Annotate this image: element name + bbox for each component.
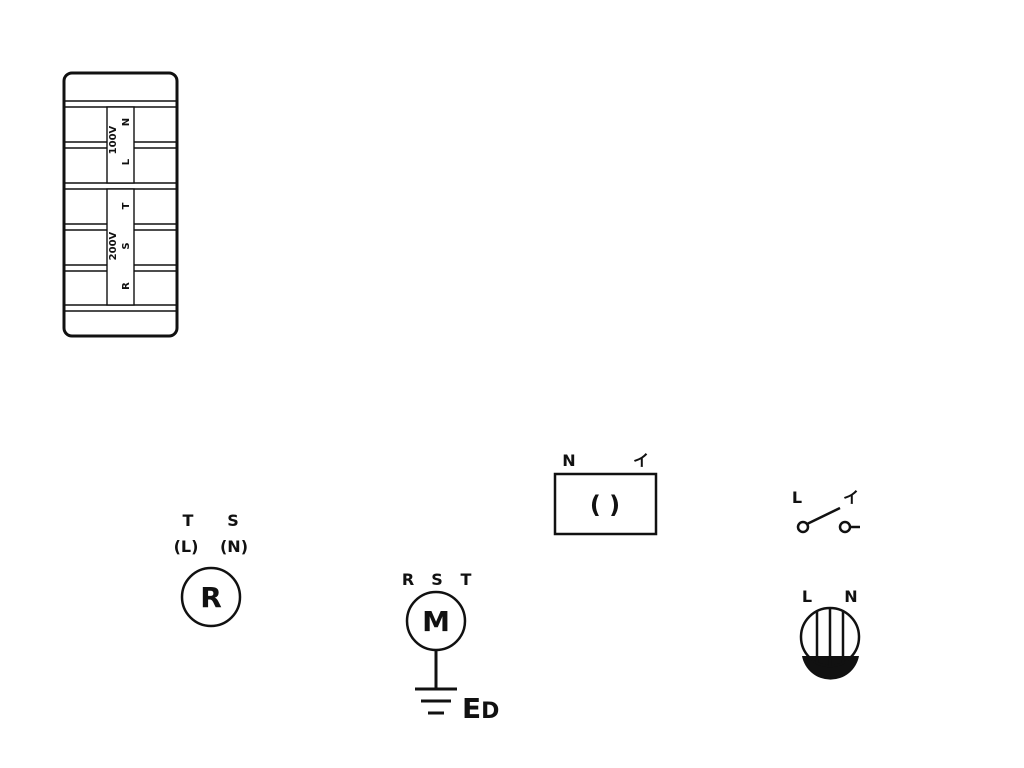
outlet-symbol: ( ) <box>590 491 620 519</box>
terminal-label-s: S <box>121 242 132 249</box>
switch-contact-right <box>838 520 852 534</box>
motor-label-t: T <box>461 570 472 589</box>
ground-label-e: E <box>462 692 481 725</box>
voltage-label-100v: 100V <box>108 125 119 154</box>
receptacle-label-s: S <box>227 511 239 530</box>
motor-label-s: S <box>431 570 443 589</box>
receptacle-circle <box>180 566 242 628</box>
terminal-block-frame <box>62 71 179 338</box>
switch-contact-left <box>796 520 810 534</box>
switch: L イ <box>792 488 860 534</box>
terminal-label-l: L <box>121 158 132 165</box>
receptacle-label-l: (L) <box>174 537 199 556</box>
lamp-label-n: N <box>844 587 857 606</box>
terminal-label-t: T <box>121 202 132 209</box>
receptacle-label-t: T <box>183 511 194 530</box>
motor-label-r: R <box>402 570 414 589</box>
outlet-box-frame <box>553 472 658 536</box>
switch-lever <box>806 506 841 526</box>
ground-label: ED <box>462 692 499 725</box>
voltage-label-200v: 200V <box>108 231 119 260</box>
motor-symbol: M <box>422 605 450 638</box>
label-strip-100v <box>106 106 135 184</box>
lamp-label-l: L <box>802 587 812 606</box>
terminal-label-n: N <box>121 118 132 126</box>
outlet-box: N イ ( ) <box>553 451 658 536</box>
outlet-label-i: イ <box>633 451 649 470</box>
receptacle-symbol: R <box>200 581 222 614</box>
receptacle-label-n: (N) <box>220 537 248 556</box>
receptacle-r: T S (L) (N) R <box>174 511 248 628</box>
motor: R S T M ED <box>402 570 500 725</box>
lamp-holder: L N <box>799 587 861 680</box>
terminal-label-r: R <box>121 282 132 290</box>
switch-label-i: イ <box>843 488 859 507</box>
switch-label-l: L <box>792 488 802 507</box>
ground-label-d: D <box>481 699 499 724</box>
label-strip-200v <box>106 188 135 306</box>
terminal-block: 100V N L 200V T S R <box>62 71 179 338</box>
outlet-label-n: N <box>562 451 575 470</box>
